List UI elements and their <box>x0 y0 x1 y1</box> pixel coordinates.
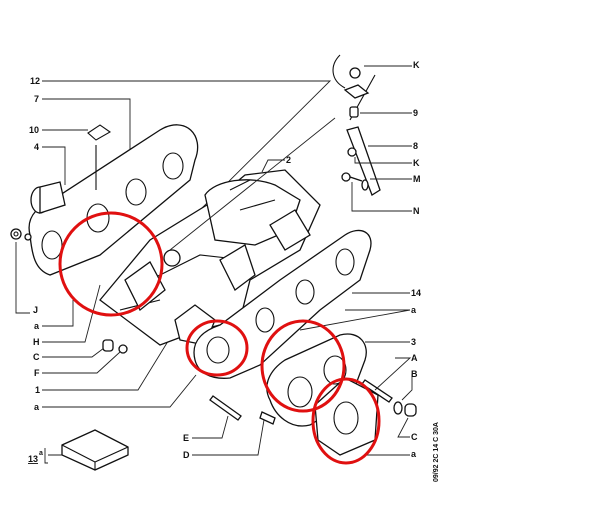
callout-a-4: a <box>411 449 417 459</box>
callout-C: C <box>33 352 40 362</box>
callout-2: 2 <box>286 155 291 165</box>
manifold-body: 2 <box>99 117 336 354</box>
callout-13-sup: a <box>39 450 43 457</box>
callout-K-2: K <box>413 158 420 168</box>
left-callouts: 12 7 10 4 J a H C F 1 a <box>15 76 332 412</box>
callout-D: D <box>183 450 190 460</box>
highlight-circle <box>311 377 381 465</box>
callout-9: 9 <box>413 108 418 118</box>
callout-K: K <box>413 60 420 70</box>
highlight-circle <box>260 319 346 413</box>
callout-12: 12 <box>30 76 40 86</box>
callout-a-2: a <box>34 402 40 412</box>
highlight-circle <box>185 319 249 377</box>
callout-a: a <box>34 321 40 331</box>
callout-H: H <box>33 337 40 347</box>
callout-C-2: C <box>411 432 418 442</box>
callout-7: 7 <box>34 94 39 104</box>
callout-1: 1 <box>35 385 40 395</box>
callout-F: F <box>34 368 40 378</box>
callout-10: 10 <box>29 125 39 135</box>
bracket-assembly: K 9 8 K M N <box>332 54 421 216</box>
callout-8: 8 <box>413 141 418 151</box>
callout-a-3: a <box>411 305 417 315</box>
highlight-annotations <box>58 211 381 465</box>
callout-A: A <box>411 353 418 363</box>
callout-14: 14 <box>411 288 421 298</box>
drawing-code: 09/92 2C 14 C 30A <box>433 422 440 482</box>
right-callouts: 14 a 3 A B C a 09/92 2C 14 C 30A <box>299 288 440 482</box>
callout-B: B <box>411 369 418 379</box>
callout-N: N <box>413 206 420 216</box>
callout-J: J <box>33 305 38 315</box>
callout-13: 13 <box>28 454 38 464</box>
callout-M: M <box>413 174 421 184</box>
callout-E: E <box>183 433 189 443</box>
manifold-plate <box>10 124 199 276</box>
callout-4: 4 <box>34 142 39 152</box>
highlight-circle <box>58 211 164 317</box>
part-13a: 13 a <box>28 429 129 471</box>
callout-3: 3 <box>411 337 416 347</box>
